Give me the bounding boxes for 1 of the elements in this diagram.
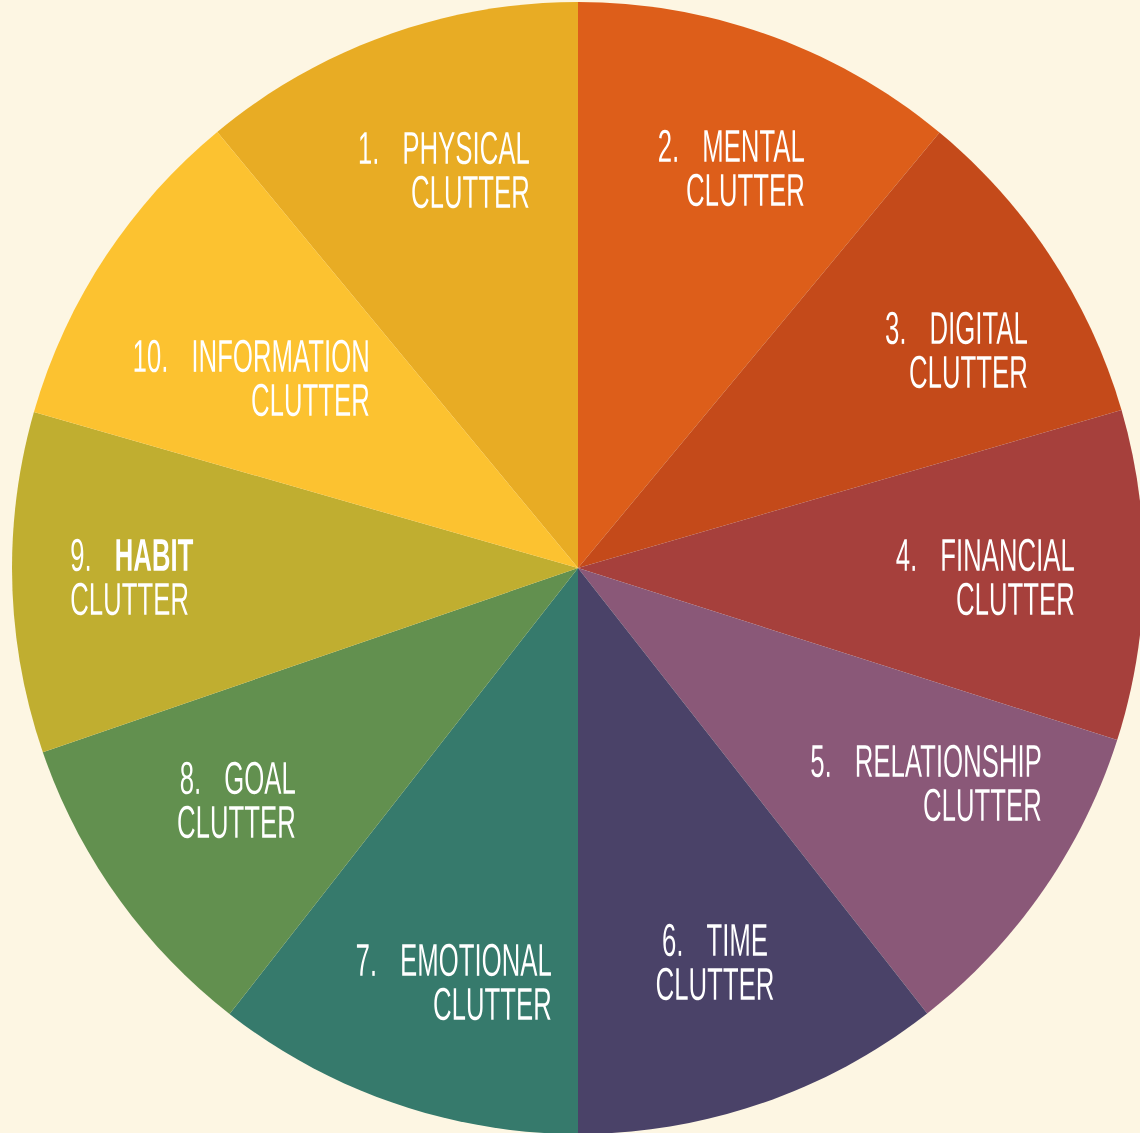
pie-slice: 4. FINANCIAL CLUTTER — [578, 410, 1140, 741]
